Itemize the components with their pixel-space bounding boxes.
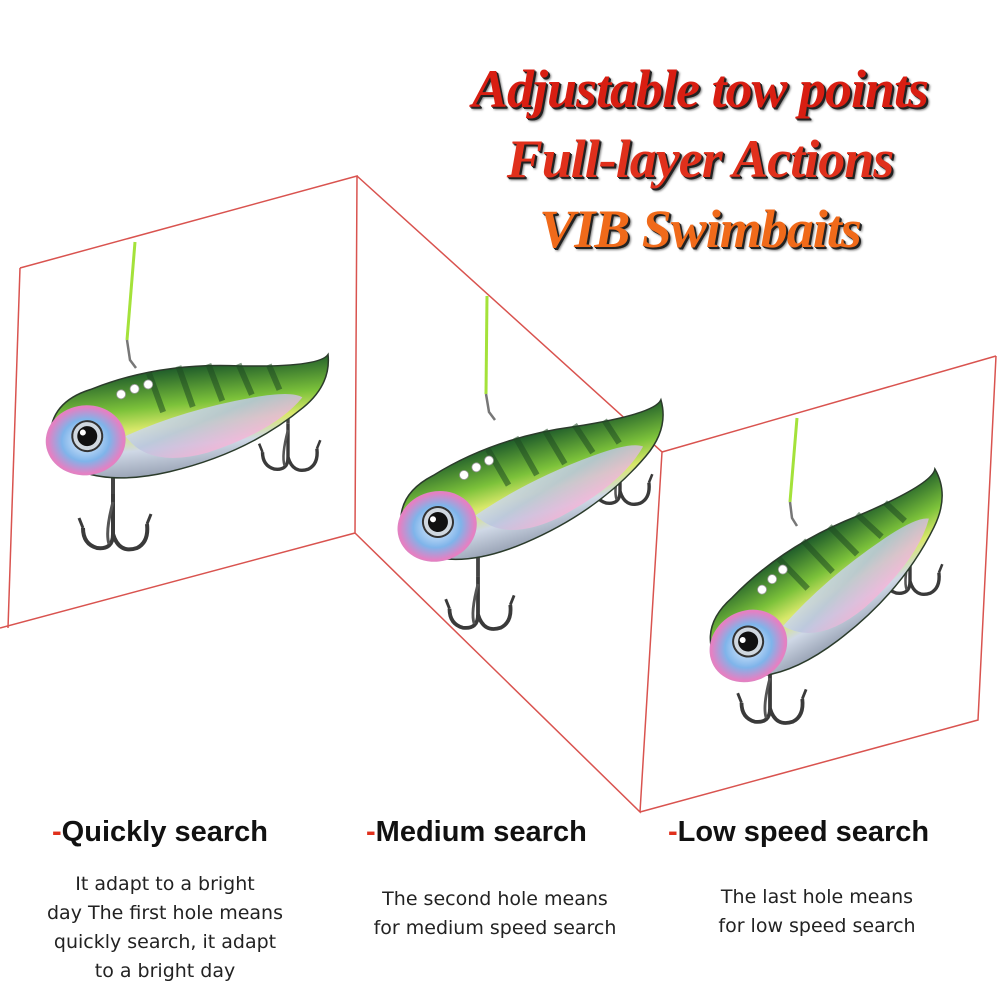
headline-line-3: VIB Swimbaits bbox=[539, 199, 862, 259]
mode-title-low: -Low speed search bbox=[668, 816, 929, 849]
title-dash: - bbox=[52, 816, 62, 848]
mode-desc-quick: It adapt to a bright day The first hole … bbox=[20, 870, 310, 986]
title-dash: - bbox=[668, 816, 678, 848]
mode-title-quick: -Quickly search bbox=[52, 816, 268, 849]
lure-medium-search bbox=[381, 295, 689, 631]
desc-line: to a bright day bbox=[94, 960, 236, 982]
lure-quick-search bbox=[39, 241, 338, 552]
title-dash: - bbox=[366, 816, 376, 848]
desc-line: The second hole means bbox=[382, 888, 608, 910]
headline-line-2: Full-layer Actions bbox=[506, 129, 895, 189]
mode-title-text: Medium search bbox=[375, 816, 587, 848]
mode-title-text: Quickly search bbox=[61, 816, 269, 848]
desc-line: quickly search, it adapt bbox=[53, 931, 277, 953]
desc-line: The last hole means bbox=[720, 886, 914, 908]
desc-line: It adapt to a bright bbox=[75, 873, 255, 895]
lure-low-speed-search bbox=[682, 417, 986, 725]
mode-title-text: Low speed search bbox=[677, 816, 930, 848]
headline-line-1: Adjustable tow points bbox=[471, 59, 929, 119]
mode-title-medium: -Medium search bbox=[366, 816, 587, 849]
desc-line: day The first hole means bbox=[47, 902, 283, 924]
desc-line: for low speed search bbox=[718, 915, 916, 937]
desc-line: for medium speed search bbox=[373, 917, 617, 939]
mode-desc-medium: The second hole means for medium speed s… bbox=[350, 885, 640, 943]
mode-desc-low: The last hole means for low speed search bbox=[672, 883, 962, 941]
frame-lines bbox=[0, 175, 997, 814]
